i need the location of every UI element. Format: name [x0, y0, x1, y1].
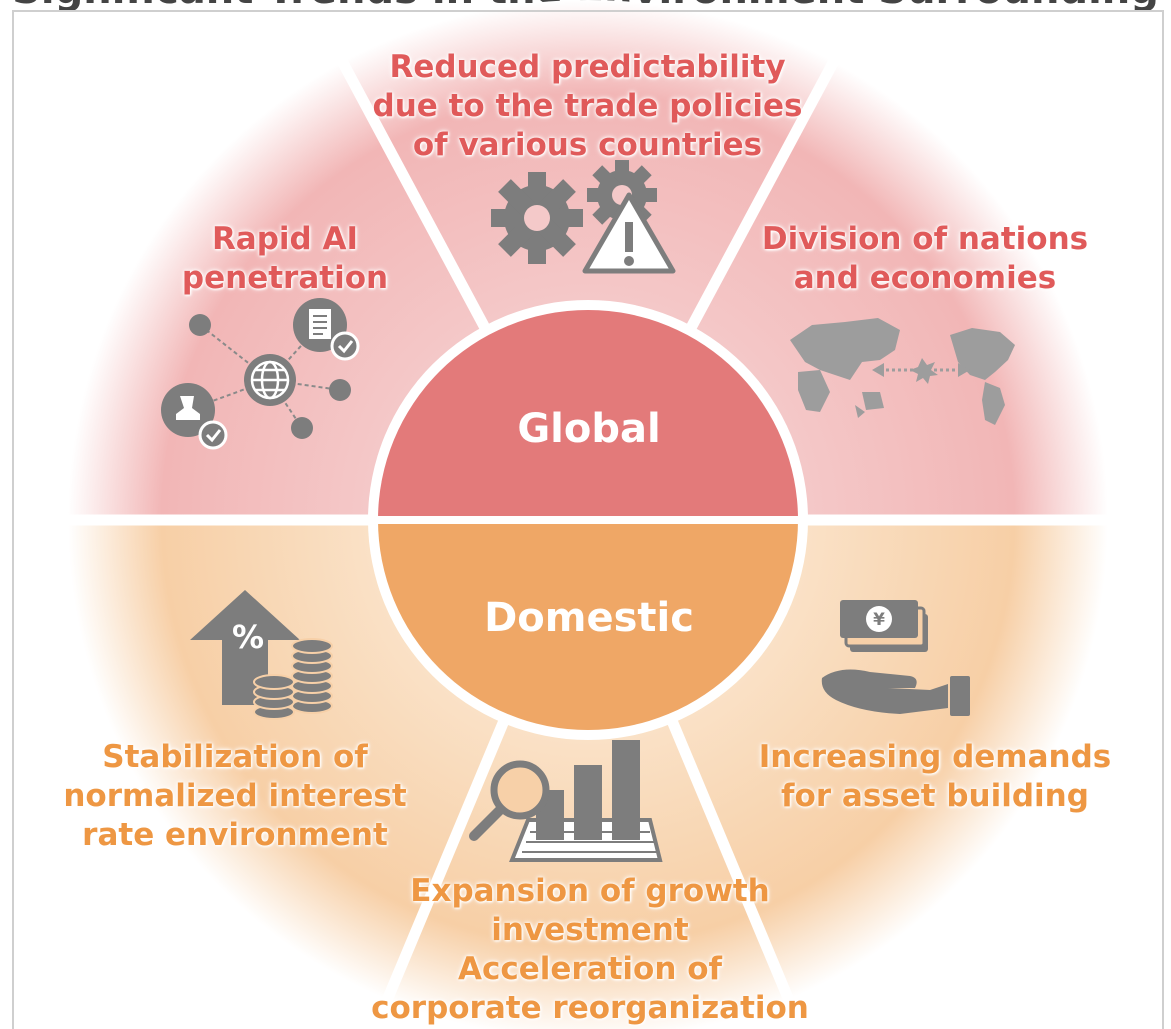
global-center-half [378, 310, 798, 520]
magnifier-chart-icon [469, 740, 663, 862]
domestic-segment-label-interest: Stabilization of normalized interest rat… [63, 739, 407, 853]
frame-left-line [12, 10, 14, 1029]
global-center-label: Global [517, 406, 661, 452]
domestic-center-half [378, 520, 798, 730]
global-segment-label-ai: Rapid AI penetration [181, 221, 389, 296]
gears-warning-icon [491, 160, 676, 274]
global-segment-label-trade: Reduced predictability due to the trade … [372, 49, 803, 163]
domestic-center-label: Domestic [484, 595, 694, 641]
global-segment-label-division: Division of nations and economies [761, 221, 1089, 296]
svg-text:%: % [232, 618, 264, 656]
svg-text:¥: ¥ [873, 610, 885, 630]
frame-top-line [12, 10, 1164, 12]
ai-network-icon [161, 298, 360, 450]
global-segment-ring [68, 0, 1108, 520]
domestic-segment-label-asset: Increasing demands for asset building [758, 739, 1112, 814]
yen-hand-icon: ¥ [821, 600, 970, 716]
frame-right-line [1162, 10, 1164, 1029]
world-map-division-icon [790, 318, 1015, 425]
interest-rate-coins-icon: % [190, 590, 333, 720]
domestic-segment-label-growth: Expansion of growth investment Accelerat… [371, 873, 809, 1026]
